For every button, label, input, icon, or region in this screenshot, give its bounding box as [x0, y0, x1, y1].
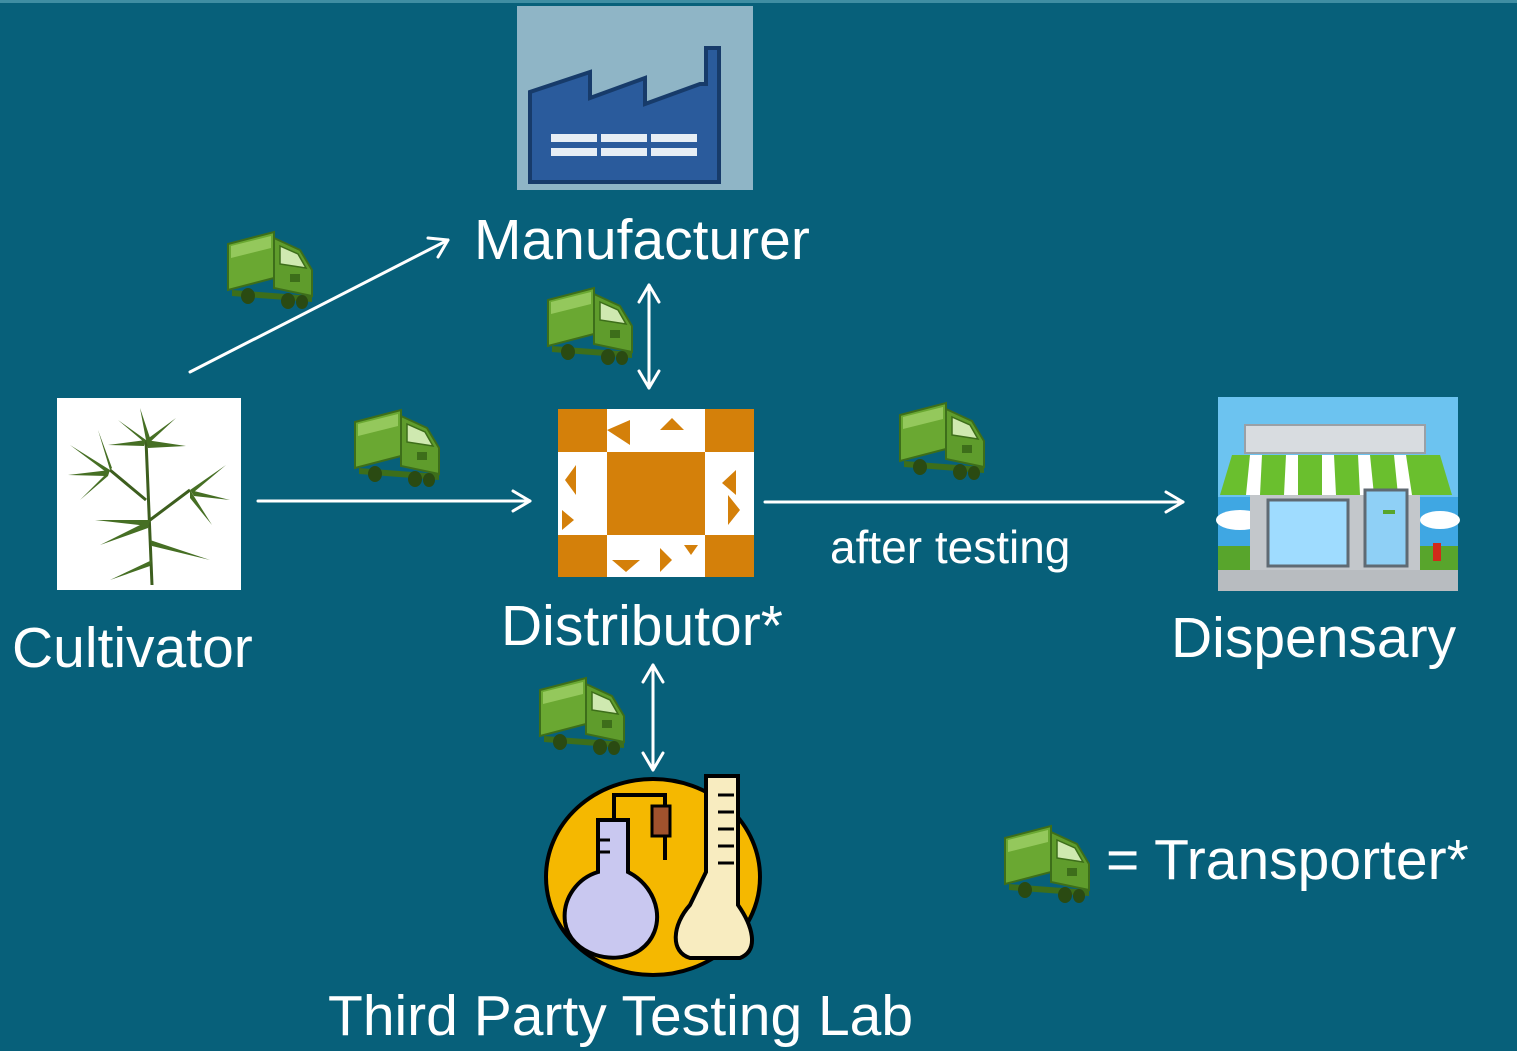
lab-flasks-icon: [544, 774, 762, 977]
truck-icon: [1004, 825, 1090, 904]
arrow-cultivator-to-distributor: [256, 489, 532, 513]
legend-transporter-label: = Transporter*: [1106, 828, 1469, 892]
node-cultivator-label: Cultivator: [12, 616, 253, 680]
dispensary-storefront-icon: [1216, 397, 1460, 591]
truck-icon: [354, 409, 440, 488]
truck-icon: [547, 287, 633, 366]
node-manufacturer-label: Manufacturer: [474, 208, 810, 272]
arrow-distributor-lab: [641, 663, 665, 772]
factory-icon: [517, 6, 753, 190]
arrow-distributor-to-dispensary: [763, 490, 1185, 514]
node-dispensary-label: Dispensary: [1171, 606, 1457, 670]
distributor-icon: [558, 409, 754, 577]
node-lab-label: Third Party Testing Lab: [328, 984, 914, 1048]
top-border: [0, 0, 1517, 3]
edge-label-after-testing: after testing: [830, 521, 1071, 573]
arrow-manufacturer-distributor: [637, 283, 661, 390]
truck-icon: [227, 231, 313, 310]
truck-icon: [899, 402, 985, 481]
truck-icon: [539, 677, 625, 756]
cannabis-plant-icon: [57, 398, 241, 590]
node-distributor-label: Distributor*: [501, 594, 783, 658]
arrow-cultivator-to-manufacturer: [188, 236, 450, 374]
